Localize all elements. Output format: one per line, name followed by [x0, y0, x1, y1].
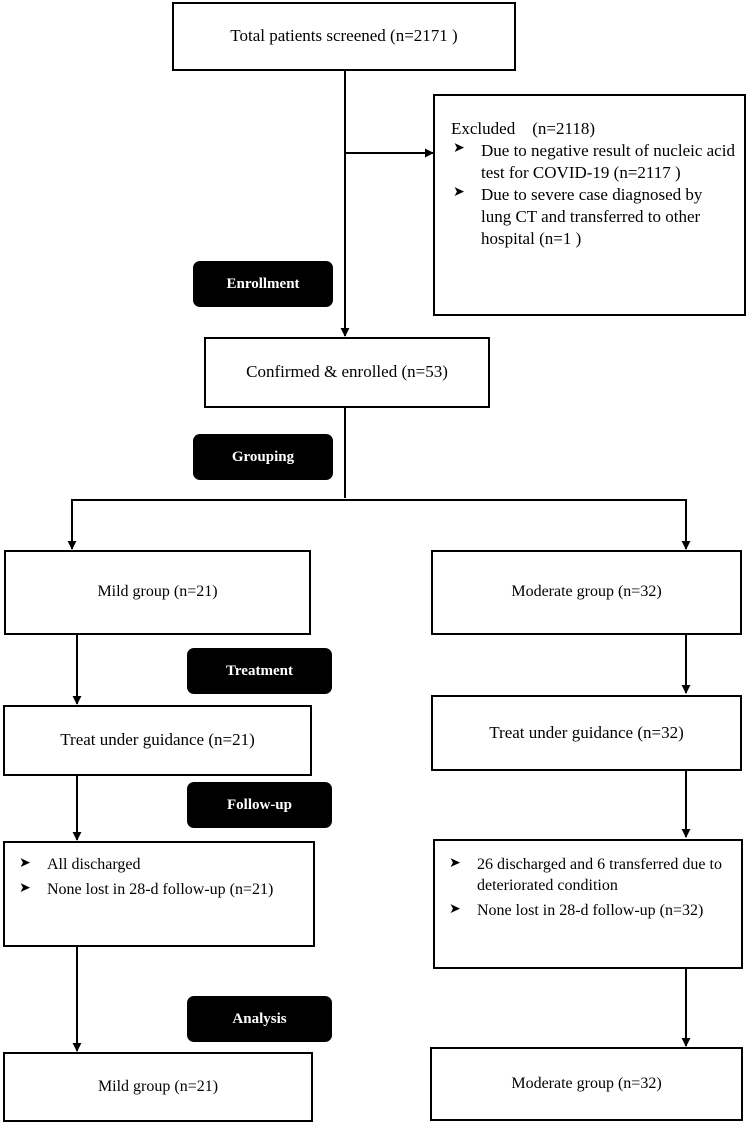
moderate-followup-item-discharged: ➤ 26 discharged and 6 transferred due to… [449, 856, 722, 894]
mild-followup-item-lost: ➤ None lost in 28-d follow-up (n=21) [19, 880, 274, 898]
arrowhead-bullet-icon: ➤ [449, 856, 461, 871]
moderate-treat-box: Treat under guidance (n=32) [431, 695, 742, 771]
excluded-box: Excluded (n=2118) ➤ Due to negative resu… [433, 94, 746, 316]
arrowhead-bullet-icon: ➤ [19, 856, 31, 871]
screened-text: Total patients screened (n=2171 ) [230, 26, 458, 46]
enrolled-text: Confirmed & enrolled (n=53) [246, 362, 448, 382]
arrowhead-bullet-icon: ➤ [19, 880, 31, 896]
moderate-followup-item-lost: ➤ None lost in 28-d follow-up (n=32) [449, 901, 704, 919]
moderate-followup-box: ➤ 26 discharged and 6 transferred due to… [433, 839, 743, 969]
enrolled-box: Confirmed & enrolled (n=53) [204, 337, 490, 408]
excluded-item-negative: ➤ Due to negative result of nucleic acid… [453, 141, 735, 183]
arrowhead-bullet-icon: ➤ [453, 141, 465, 157]
mild-treat-box: Treat under guidance (n=21) [3, 705, 312, 776]
moderate-treat-text: Treat under guidance (n=32) [489, 722, 684, 742]
screened-box: Total patients screened (n=2171 ) [172, 2, 516, 71]
mild-followup-box: ➤ All discharged ➤ None lost in 28-d fol… [3, 841, 315, 947]
arrowhead-bullet-icon: ➤ [449, 901, 461, 917]
moderate-group-box: Moderate group (n=32) [431, 550, 742, 635]
mild-followup-item-discharged: ➤ All discharged [19, 856, 141, 873]
mild-group-box: Mild group (n=21) [4, 550, 311, 635]
mild-analysis-text: Mild group (n=21) [97, 1077, 219, 1095]
phase-enrollment-label: Enrollment [193, 261, 333, 307]
excluded-title: Excluded (n=2118) [451, 119, 595, 138]
moderate-group-text: Moderate group (n=32) [511, 583, 662, 601]
mild-analysis-box: Mild group (n=21) [3, 1052, 313, 1122]
phase-grouping-label: Grouping [193, 434, 333, 480]
mild-treat-text: Treat under guidance (n=21) [60, 730, 255, 750]
moderate-analysis-box: Moderate group (n=32) [430, 1047, 743, 1121]
moderate-analysis-text: Moderate group (n=32) [511, 1074, 662, 1092]
phase-analysis-label: Analysis [187, 996, 332, 1042]
phase-treatment-label: Treatment [187, 648, 332, 694]
mild-group-text: Mild group (n=21) [97, 583, 218, 601]
arrowhead-bullet-icon: ➤ [453, 185, 465, 201]
excluded-item-severe: ➤ Due to severe case diagnosed by lung C… [453, 185, 703, 249]
phase-followup-label: Follow-up [187, 782, 332, 828]
